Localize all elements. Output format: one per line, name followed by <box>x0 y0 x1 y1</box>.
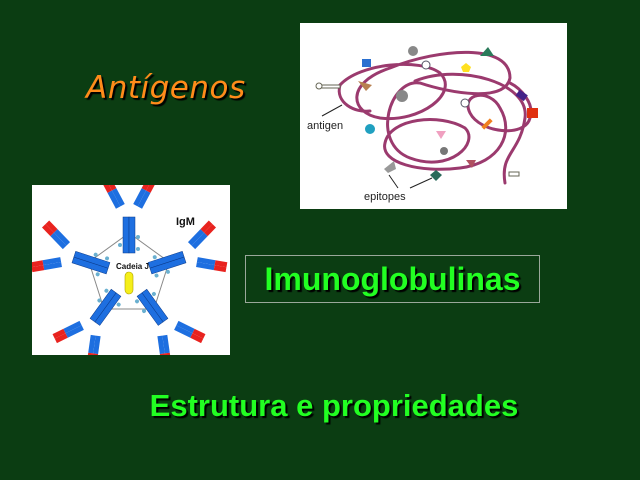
igm-label: IgM <box>176 216 195 228</box>
j-chain-label: Cadeia J <box>116 262 149 271</box>
imunoglobulinas-label: Imunoglobulinas <box>264 261 521 297</box>
antigen-diagram: antigen epitopes <box>300 23 567 209</box>
imunoglobulinas-box: Imunoglobulinas <box>245 255 540 303</box>
slide-title: Antígenos <box>86 70 246 106</box>
slide-subtitle: Estrutura e propriedades <box>149 388 519 423</box>
epitopes-label: epitopes <box>364 191 406 203</box>
antigen-label: antigen <box>307 120 343 132</box>
igm-diagram: IgM Cadeia J <box>27 177 231 371</box>
